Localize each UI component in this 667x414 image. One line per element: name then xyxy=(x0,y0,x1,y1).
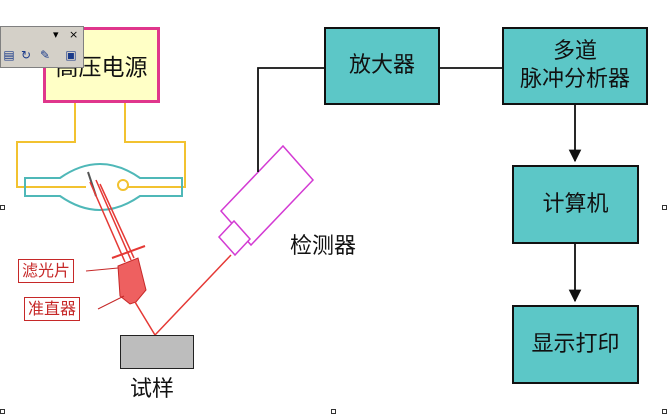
filter-leader xyxy=(85,267,119,272)
filter-label: 滤光片 xyxy=(18,259,75,283)
image-icon[interactable]: ▣ xyxy=(65,48,77,62)
amplifier-label: 放大器 xyxy=(348,53,415,78)
chevron-down-icon[interactable]: ▾ xyxy=(53,28,59,41)
emission-beam xyxy=(89,179,135,263)
collimator-leader xyxy=(97,295,125,310)
resize-handle-left[interactable] xyxy=(0,205,5,210)
incident-beam xyxy=(134,301,156,336)
toolbar-titlebar[interactable] xyxy=(1,27,83,43)
detector-label: 检测器 xyxy=(290,234,357,259)
mca-label-line1: 多道 xyxy=(552,39,597,64)
tube-electrodes xyxy=(56,179,140,191)
filter-plate xyxy=(111,245,146,259)
computer-box: 计算机 xyxy=(512,165,639,244)
rotate-icon[interactable]: ↻ xyxy=(20,48,32,62)
sample-label: 试样 xyxy=(130,377,175,402)
power-wires xyxy=(16,103,186,188)
collimator-label: 准直器 xyxy=(24,297,81,321)
amplifier-box: 放大器 xyxy=(324,27,440,105)
sample-block xyxy=(120,335,194,369)
detector-amp-line xyxy=(257,67,324,172)
pen-icon[interactable]: ✎ xyxy=(39,48,51,62)
resize-handle-bottom[interactable] xyxy=(331,409,336,414)
xray-tube xyxy=(24,163,183,211)
floating-toolbar[interactable]: ▾ × ▤ ↻ ✎ ▣ xyxy=(0,26,84,68)
display-print-box: 显示打印 xyxy=(512,305,639,384)
close-icon[interactable]: × xyxy=(69,28,79,41)
resize-handle-bottom-right[interactable] xyxy=(662,409,667,414)
display-print-label: 显示打印 xyxy=(531,331,620,357)
format-icon[interactable]: ▤ xyxy=(3,48,15,62)
detector-shape xyxy=(217,144,315,257)
multichannel-analyzer-box: 多道 脉冲分析器 xyxy=(502,27,648,105)
mca-label-line2: 脉冲分析器 xyxy=(519,67,630,92)
resize-handle-right[interactable] xyxy=(662,205,667,210)
collimator-shape xyxy=(117,257,147,305)
fluorescence-beam xyxy=(154,254,232,336)
resize-handle-bottom-left[interactable] xyxy=(0,409,5,414)
computer-label: 计算机 xyxy=(542,191,609,217)
